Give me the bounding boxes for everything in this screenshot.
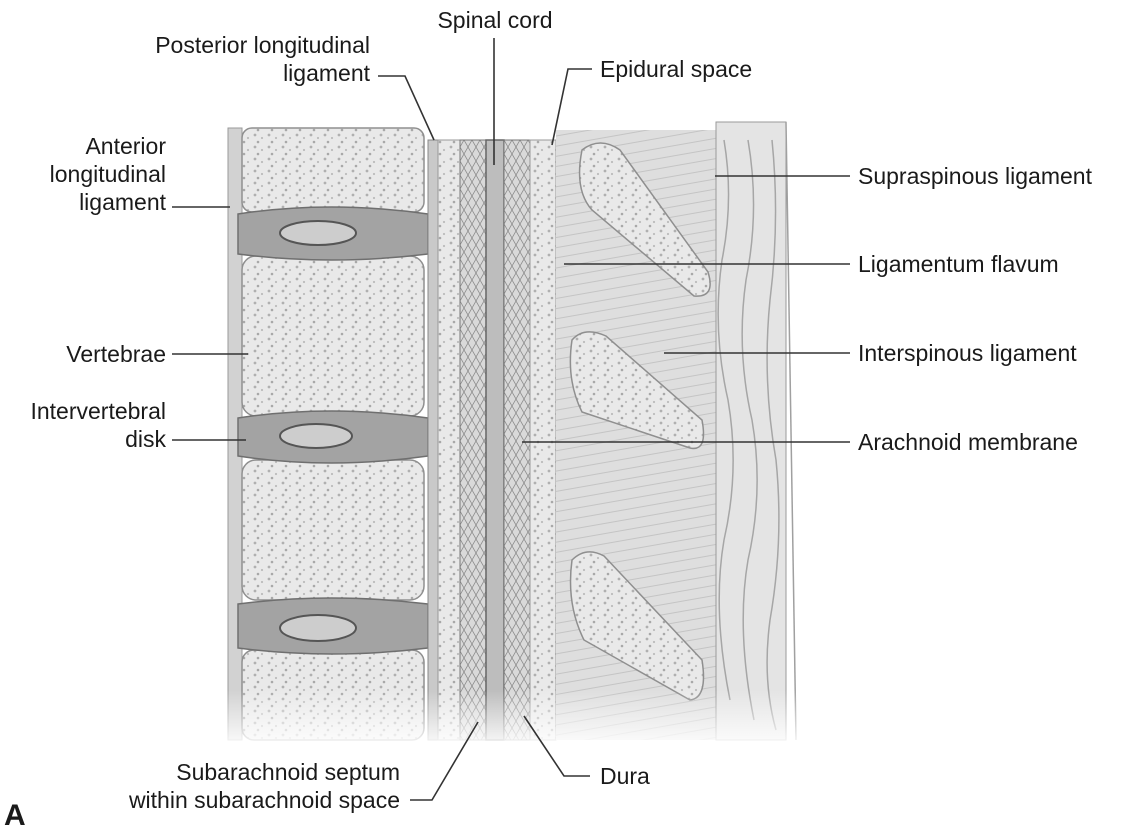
label-anterior-longitudinal-ligament-line1: Anterior <box>0 132 166 160</box>
label-intervertebral-disk-line2: disk <box>0 425 166 453</box>
label-supraspinous-ligament: Supraspinous ligament <box>858 162 1092 190</box>
label-epidural-space: Epidural space <box>600 55 752 83</box>
label-arachnoid-membrane: Arachnoid membrane <box>858 428 1078 456</box>
panel-letter: A <box>4 802 26 830</box>
label-subarachnoid-septum-line1: Subarachnoid septum <box>60 758 400 786</box>
label-vertebrae: Vertebrae <box>0 340 166 368</box>
disk-1 <box>238 207 428 260</box>
label-ligamentum-flavum: Ligamentum flavum <box>858 250 1059 278</box>
label-dura: Dura <box>600 762 650 790</box>
label-posterior-longitudinal-ligament-line1: Posterior longitudinal <box>90 31 370 59</box>
label-subarachnoid-septum: Subarachnoid septum within subarachnoid … <box>60 758 400 814</box>
posterior-longitudinal-ligament-shape <box>428 140 438 740</box>
label-posterior-longitudinal-ligament-line2: ligament <box>90 59 370 87</box>
spinal-cord-shape <box>486 140 504 740</box>
disk-3 <box>238 598 428 654</box>
label-intervertebral-disk-line1: Intervertebral <box>0 397 166 425</box>
label-spinal-cord: Spinal cord <box>420 6 570 34</box>
label-anterior-longitudinal-ligament: Anterior longitudinal ligament <box>0 132 166 216</box>
label-interspinous-ligament: Interspinous ligament <box>858 339 1077 367</box>
label-intervertebral-disk: Intervertebral disk <box>0 397 166 453</box>
label-subarachnoid-septum-line2: within subarachnoid space <box>60 786 400 814</box>
anterior-epidural-shape <box>438 140 460 740</box>
vertebra-3 <box>242 460 424 600</box>
disk-2 <box>238 411 428 463</box>
supraspinous-ligament-shape <box>716 122 796 740</box>
anterior-subarachnoid-shape <box>460 140 486 740</box>
posterior-epidural-shape <box>530 140 556 740</box>
label-posterior-longitudinal-ligament: Posterior longitudinal ligament <box>90 31 370 87</box>
label-anterior-longitudinal-ligament-line3: ligament <box>0 188 166 216</box>
vertebra-2 <box>242 256 424 416</box>
vertebra-1 <box>242 128 424 212</box>
label-anterior-longitudinal-ligament-line2: longitudinal <box>0 160 166 188</box>
posterior-subarachnoid-shape <box>504 140 530 740</box>
